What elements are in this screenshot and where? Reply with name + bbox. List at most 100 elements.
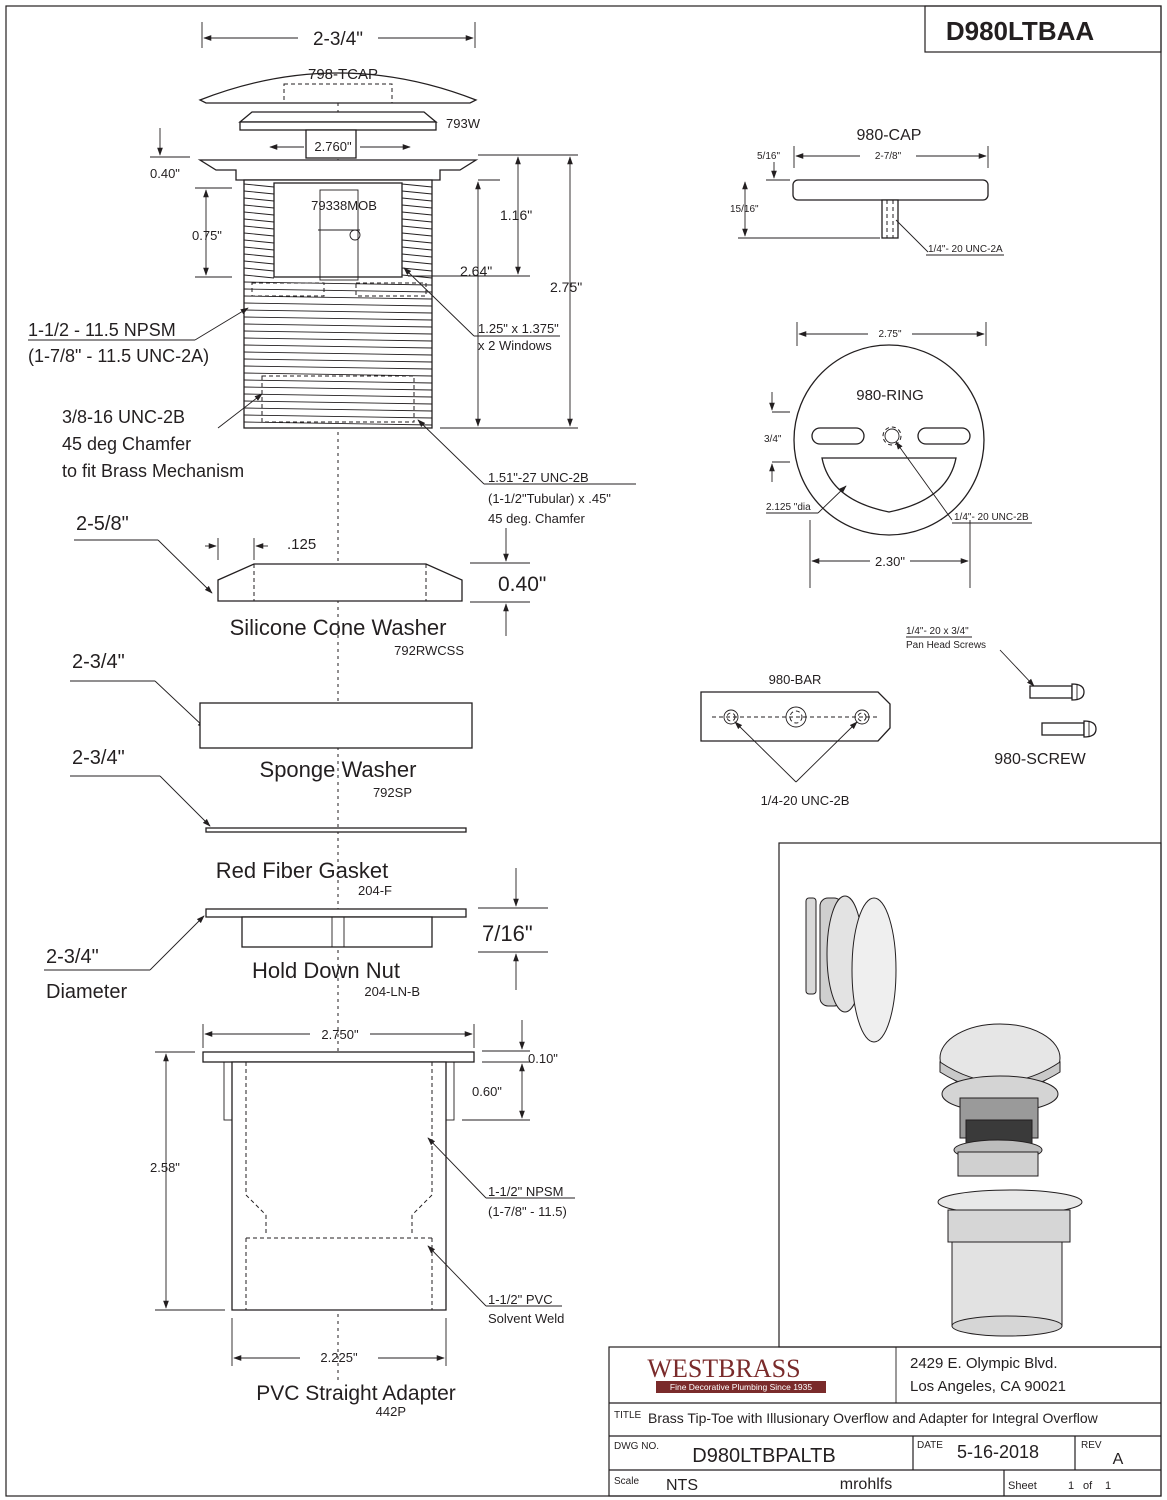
detail-980-bar: 980-BAR 1/4-20 UNC-2B [700,672,891,808]
drawing-title: Brass Tip-Toe with Illusionary Overflow … [648,1410,1099,1426]
detail-cap-thread: 1/4"- 20 UNC-2A [928,244,1003,255]
drawing-number: D980LTBAA [946,16,1095,46]
dim-2-64-label: 2.64" [460,263,492,279]
detail-cap-thick: 5/16" [757,151,780,162]
body-width-label: 2.760" [314,139,352,154]
title-field-label: TITLE [614,1410,642,1421]
bottom-tubular-label: (1-1/2"Tubular) x .45" [488,491,611,506]
ring-bottom-label: 2.30" [875,554,905,569]
dwg-no-value: D980LTBPALTB [692,1445,835,1467]
scale-label: Scale [614,1476,639,1487]
thread-pattern-left [243,183,433,426]
ring-dia-label: 2.125 "dia [766,502,811,513]
nut-diameter-label: 2-3/4" [46,946,99,968]
adapter-npsm-alt-label: (1-7/8" - 11.5) [488,1204,567,1219]
drain-body-assembly: 2-3/4" 798-TCAP 793W 2.760" 0.40" 79338M… [28,22,636,526]
sheet-of-label: of [1083,1480,1093,1492]
nut-height-label: 7/16" [482,921,533,946]
cap-width-dim: 2-3/4" [313,29,363,50]
adapter-lip-label: 0.60" [472,1084,502,1099]
company-address-1: 2429 E. Olympic Blvd. [910,1355,1058,1372]
detail-cap-width: 2-7/8" [875,151,902,162]
company-logo-text: WESTBRASS [647,1354,800,1383]
fit-brass-label: to fit Brass Mechanism [62,461,244,481]
screw-size-label: 1/4"- 20 x 3/4" [906,626,969,637]
ring-name-label: 980-RING [856,387,924,404]
render-cap-assembly [805,895,897,1043]
adapter-code-label: 442P [376,1404,406,1419]
npsm-label: 1-1/2 - 11.5 NPSM [28,320,176,340]
pvc-straight-adapter: 2.750" 0.10" 0.60" 2.58" 1-1/2" NPSM (1-… [150,1020,575,1419]
cone-name-label: Silicone Cone Washer [230,615,447,640]
window-depth-label: 0.75" [192,228,222,243]
dim-1-16-label: 1.16" [500,207,532,223]
bar-thread-label: 1/4-20 UNC-2B [761,793,850,808]
adapter-pvc-label: 1-1/2" PVC [488,1292,553,1307]
render-drain [937,1023,1083,1337]
bar-name-label: 980-BAR [769,672,822,687]
isometric-render-panel [778,842,1162,1348]
sponge-code-label: 792SP [373,785,412,800]
adapter-flange-label: 0.10" [528,1051,558,1066]
npsm-alt-label: (1-7/8" - 11.5 UNC-2A) [28,346,209,366]
sponge-washer: 2-3/4" Sponge Washer 792SP [70,651,473,800]
sheet-border [5,5,1162,1497]
windows-size-label: 1.25" x 1.375" [478,321,559,336]
detail-cap-name: 980-CAP [857,127,922,144]
screw-name-label: 980-SCREW [994,751,1086,768]
detail-cap-height: 15/16" [730,204,759,215]
sheet-total: 1 [1105,1480,1111,1492]
nut-code-label: 204-LN-B [364,984,420,999]
sponge-width-label: 2-3/4" [72,651,125,673]
detail-980-screw: 1/4"- 20 x 3/4" Pan Head Screws 980-SCRE… [906,626,1097,768]
adapter-solvent-label: Solvent Weld [488,1311,564,1326]
date-label: DATE [917,1440,943,1451]
unc-label: 3/8-16 UNC-2B [62,407,185,427]
adapter-name-label: PVC Straight Adapter [256,1382,456,1405]
detail-980-ring: 2.75" 980-RING 3/4" 2.125 "dia 1/4"- 20 … [764,322,1032,588]
adapter-npsm-label: 1-1/2" NPSM [488,1184,563,1199]
red-fiber-gasket: 2-3/4" Red Fiber Gasket 204-F [70,747,467,898]
adapter-bottom-label: 2.225" [320,1350,358,1365]
sheet-label: Sheet [1008,1480,1037,1492]
flange-thickness-label: 0.40" [150,166,180,181]
dwg-no-label: DWG NO. [614,1441,659,1452]
screw-type-label: Pan Head Screws [906,640,986,651]
silicone-cone-washer: 2-5/8" .125 0.40" Silicone Cone Washer 7… [74,513,546,658]
gasket-name-label: Red Fiber Gasket [216,858,388,883]
gasket-width-label: 2-3/4" [72,747,125,769]
hold-down-nut: 7/16" 2-3/4" Diameter Hold Down Nut 204-… [44,868,548,1003]
company-address-2: Los Angeles, CA 90021 [910,1378,1066,1395]
drawn-by: mrohlfs [840,1476,892,1493]
bottom-chamfer-label: 45 deg. Chamfer [488,511,586,526]
cone-chamfer-label: .125 [287,536,316,553]
sheet-number: 1 [1068,1480,1074,1492]
cone-height-label: 0.40" [498,573,546,596]
nut-name-label: Hold Down Nut [252,958,400,983]
rev-value: A [1113,1451,1124,1468]
date-value: 5-16-2018 [957,1442,1039,1462]
nut-diameter-word: Diameter [46,981,127,1003]
gasket-code-label: 204-F [358,883,392,898]
ring-thread-label: 1/4"- 20 UNC-2B [954,512,1029,523]
dim-2-75-label: 2.75" [550,279,582,295]
title-block: WESTBRASS Fine Decorative Plumbing Since… [608,1346,1162,1497]
company-tagline: Fine Decorative Plumbing Since 1935 [670,1382,812,1392]
ring-slot-label: 3/4" [764,434,782,445]
w793-label: 793W [446,116,481,131]
dome-cap [198,72,478,104]
adapter-width-label: 2.750" [321,1027,359,1042]
tcap-label: 798-TCAP [308,66,378,83]
adapter-height-label: 2.58" [150,1160,180,1175]
drawing-number-box: D980LTBAA [924,5,1162,53]
rev-label: REV [1081,1440,1102,1451]
sponge-name-label: Sponge Washer [260,757,417,782]
cone-width-label: 2-5/8" [76,513,129,535]
bottom-thread-label: 1.51"-27 UNC-2B [488,470,589,485]
mob-label: 79338MOB [311,198,377,213]
scale-value: NTS [666,1477,698,1494]
detail-980-cap: 980-CAP 2-7/8" 5/16" 15/16" 1/4"- 20 UNC… [730,127,1004,256]
ring-width-label: 2.75" [878,329,901,340]
chamfer-label: 45 deg Chamfer [62,434,191,454]
